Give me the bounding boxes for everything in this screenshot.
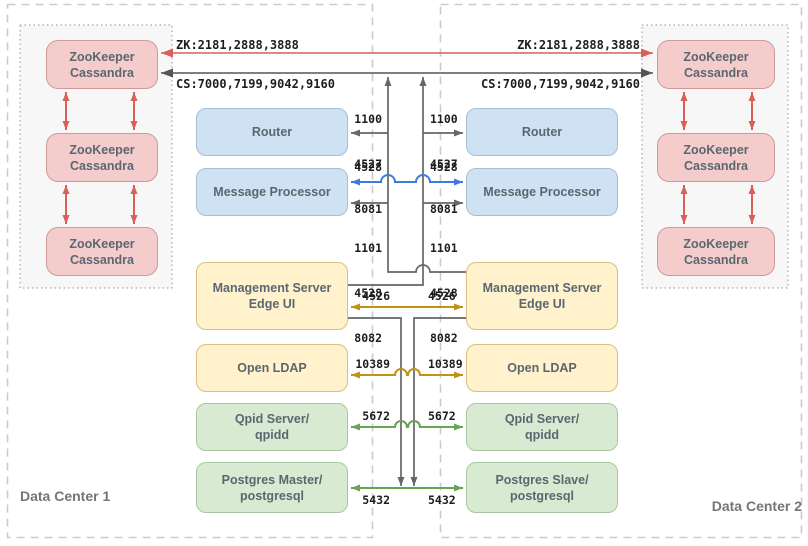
mp-cross-link: [351, 174, 463, 186]
node-label: Cassandra: [684, 158, 748, 173]
node-label: Qpid Server/: [234, 412, 310, 426]
node-label: Edge UI: [248, 297, 296, 311]
node-label: ZooKeeper: [683, 236, 749, 251]
node-label: ZooKeeper: [69, 49, 135, 64]
node-zookeeper-cassandra-dc2-1: ZooKeeper Cassandra: [657, 40, 775, 89]
node-zookeeper-cassandra-dc1-1: ZooKeeper Cassandra: [46, 40, 158, 89]
port-value: 4527: [354, 157, 382, 171]
node-label: qpidd: [254, 428, 289, 442]
node-label: Message Processor: [483, 185, 601, 199]
mgmt-port-right: 4526: [428, 289, 456, 303]
ldap-port-left: 10389: [355, 357, 390, 371]
node-open-ldap-dc2: Open LDAP: [466, 344, 618, 392]
node-label: Management Server: [212, 281, 332, 295]
qpid-cross-link: [351, 420, 463, 431]
node-zookeeper-cassandra-dc2-2: ZooKeeper Cassandra: [657, 133, 775, 182]
mp-port-right: 4528: [430, 160, 458, 174]
node-zookeeper-cassandra-dc2-3: ZooKeeper Cassandra: [657, 227, 775, 276]
node-label: ZooKeeper: [683, 142, 749, 157]
port-value: 1101: [354, 241, 382, 255]
zk-ports-label-left: ZK:2181,2888,3888: [176, 38, 299, 52]
node-label: Router: [251, 125, 293, 139]
mgmt-port-left: 4526: [362, 289, 390, 303]
cs-ports-label-right: CS:7000,7199,9042,9160: [481, 77, 640, 91]
port-value: 8082: [430, 331, 458, 345]
bus-left-to-mgmt-right: [384, 77, 466, 273]
postgres-port-right: 5432: [428, 493, 456, 507]
node-message-processor-dc1: Message Processor: [196, 168, 348, 216]
node-label: Message Processor: [213, 185, 331, 199]
port-value: 4528: [430, 286, 458, 300]
qpid-port-right: 5672: [428, 409, 456, 423]
port-value: 1101: [430, 241, 458, 255]
node-qpid-server-dc1: Qpid Server/ qpidd: [196, 403, 348, 451]
port-value: 4528: [354, 286, 382, 300]
node-zookeeper-cassandra-dc1-2: ZooKeeper Cassandra: [46, 133, 158, 182]
port-value: 8081: [430, 202, 458, 216]
node-label: ZooKeeper: [69, 142, 135, 157]
node-management-server-dc1: Management Server Edge UI: [196, 262, 348, 330]
datacenter1-caption: Data Center 1: [20, 488, 111, 504]
node-label: Cassandra: [70, 252, 134, 267]
node-label: Cassandra: [684, 65, 748, 80]
node-postgres-master-dc1: Postgres Master/ postgresql: [196, 462, 348, 513]
ldap-cross-link: [351, 368, 463, 379]
node-label: Open LDAP: [507, 361, 577, 375]
node-label: Cassandra: [684, 252, 748, 267]
port-value: 8081: [354, 202, 382, 216]
datacenter2-caption: Data Center 2: [711, 498, 802, 514]
bus-right-to-mgmt-left: [348, 77, 427, 286]
node-message-processor-dc2: Message Processor: [466, 168, 618, 216]
node-management-server-dc2: Management Server Edge UI: [466, 262, 618, 330]
node-label: Cassandra: [70, 65, 134, 80]
port-value: 1100: [354, 112, 382, 126]
node-label: postgresql: [510, 488, 574, 503]
zk-ports-label-right: ZK:2181,2888,3888: [517, 38, 640, 52]
ldap-port-right: 10389: [428, 357, 463, 371]
cs-ports-label-left: CS:7000,7199,9042,9160: [176, 77, 335, 91]
port-value: 4527: [430, 157, 458, 171]
node-label: Edge UI: [518, 297, 566, 311]
postgres-port-left: 5432: [362, 493, 390, 507]
node-label: Open LDAP: [237, 361, 307, 375]
qpid-port-left: 5672: [362, 409, 390, 423]
node-label: Qpid Server/: [504, 412, 580, 426]
node-zookeeper-cassandra-dc1-3: ZooKeeper Cassandra: [46, 227, 158, 276]
node-label: ZooKeeper: [69, 236, 135, 251]
node-label: Cassandra: [70, 158, 134, 173]
node-label: postgresql: [240, 488, 304, 503]
port-value: 1100: [430, 112, 458, 126]
port-value: 8082: [354, 331, 382, 345]
node-router-dc1: Router: [196, 108, 348, 156]
node-qpid-server-dc2: Qpid Server/ qpidd: [466, 403, 618, 451]
mp-ports-right: 1101 4528 8082: [430, 211, 458, 376]
node-label: Router: [521, 125, 563, 139]
node-postgres-slave-dc2: Postgres Slave/ postgresql: [466, 462, 618, 513]
node-router-dc2: Router: [466, 108, 618, 156]
node-label: Management Server: [482, 281, 602, 295]
node-label: ZooKeeper: [683, 49, 749, 64]
node-open-ldap-dc1: Open LDAP: [196, 344, 348, 392]
router-ports-right: 1100 4527 8081: [430, 82, 458, 247]
mp-ports-left: 1101 4528 8082: [354, 211, 382, 376]
node-label: Postgres Master/: [221, 472, 323, 487]
node-label: qpidd: [524, 428, 559, 442]
datacenter1-border: [6, 3, 374, 539]
mp-port-left: 4528: [354, 160, 382, 174]
node-label: Postgres Slave/: [495, 472, 589, 487]
router-ports-left: 1100 4527 8081: [354, 82, 382, 247]
